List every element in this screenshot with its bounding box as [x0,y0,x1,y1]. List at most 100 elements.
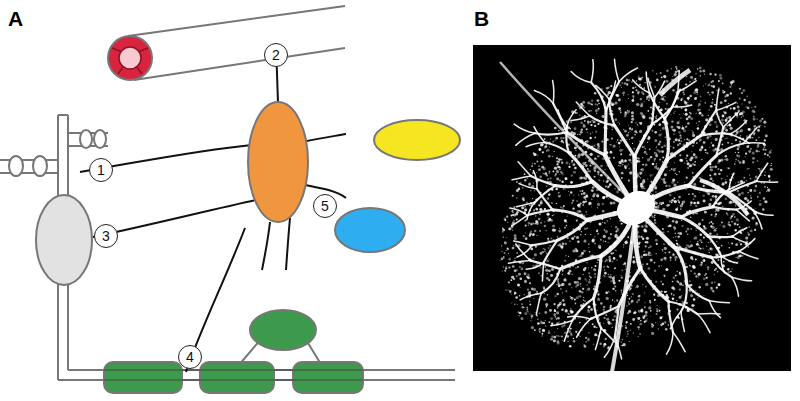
fine-process [529,205,531,207]
fine-process [714,73,716,75]
fine-process [676,309,678,311]
fine-process [726,104,727,105]
fine-process [628,125,629,126]
fine-process [646,98,647,99]
fine-process [755,175,758,178]
fine-process [731,143,733,145]
fine-process [594,170,597,173]
fine-process [695,97,697,99]
fine-process [556,163,558,165]
fine-process [612,129,613,130]
fine-process [534,312,535,313]
fine-process [618,280,620,282]
fine-process [698,103,701,106]
fine-process [652,174,653,175]
fine-process [570,191,572,193]
fine-process [755,222,758,225]
fine-process [763,121,766,124]
fine-process [703,185,705,187]
fine-process [714,173,717,176]
fine-process [576,259,577,260]
fine-process [594,276,595,277]
fine-process [556,157,558,159]
fine-process [735,257,736,258]
fine-process [508,253,509,254]
fine-process [621,276,623,278]
fine-process [672,298,674,300]
fine-process [594,167,597,170]
fine-process [703,260,705,262]
fine-process [707,266,710,269]
fine-process [660,130,661,131]
fine-process [714,121,717,124]
fine-process [524,179,527,182]
fine-process [519,295,520,296]
fine-process [552,141,554,143]
fine-process [615,226,617,228]
fine-process [555,188,558,191]
fine-process [739,112,742,115]
fine-process [716,241,717,242]
fine-process [545,230,546,231]
fine-process [663,181,666,184]
fine-process [557,328,558,329]
fine-process [711,142,713,144]
fine-process [701,262,703,264]
fine-process [707,193,709,195]
fine-process [616,191,619,194]
fine-process [683,93,684,94]
fine-process [745,236,748,239]
fine-process [654,299,656,301]
fine-process [644,315,646,317]
fine-process [536,291,538,293]
fine-process [599,247,601,249]
fine-process [722,144,724,146]
fine-process [709,174,711,176]
fine-process [649,148,651,150]
fine-process [684,182,685,183]
fine-process [648,267,651,270]
fine-process [591,110,593,112]
fine-process [739,242,740,243]
fine-process [764,146,766,148]
fine-process [632,318,635,321]
fine-process [558,230,561,233]
fine-process [587,287,590,290]
fine-process [721,222,723,224]
fine-process [604,229,606,231]
fine-process [591,100,593,102]
fine-process [588,338,590,340]
fine-process [542,335,543,336]
fine-process [557,341,560,344]
fine-process [587,168,589,170]
fine-process [590,153,593,156]
fine-process [550,317,553,320]
fine-process [640,309,643,312]
fine-process [596,230,598,232]
fine-process [668,231,669,232]
fine-process [642,164,644,166]
fine-process [593,288,595,290]
fine-process [571,287,573,289]
fine-process [704,274,706,276]
fine-process [582,204,584,206]
fine-process [561,308,564,311]
fine-process [504,242,506,244]
fine-process [585,211,586,212]
fine-process [638,336,639,337]
fine-process [699,192,700,193]
fine-process [757,118,758,119]
fine-process [695,88,698,91]
fine-process [656,308,658,310]
fine-process [679,114,680,115]
fine-process [557,236,558,237]
fine-process [709,233,712,236]
fine-process [570,308,571,309]
fine-process [601,115,604,118]
fine-process [582,116,584,118]
fine-process [582,288,584,290]
fine-process [628,303,630,305]
fine-process [650,310,652,312]
fine-process [716,234,717,235]
fine-process [597,293,599,295]
